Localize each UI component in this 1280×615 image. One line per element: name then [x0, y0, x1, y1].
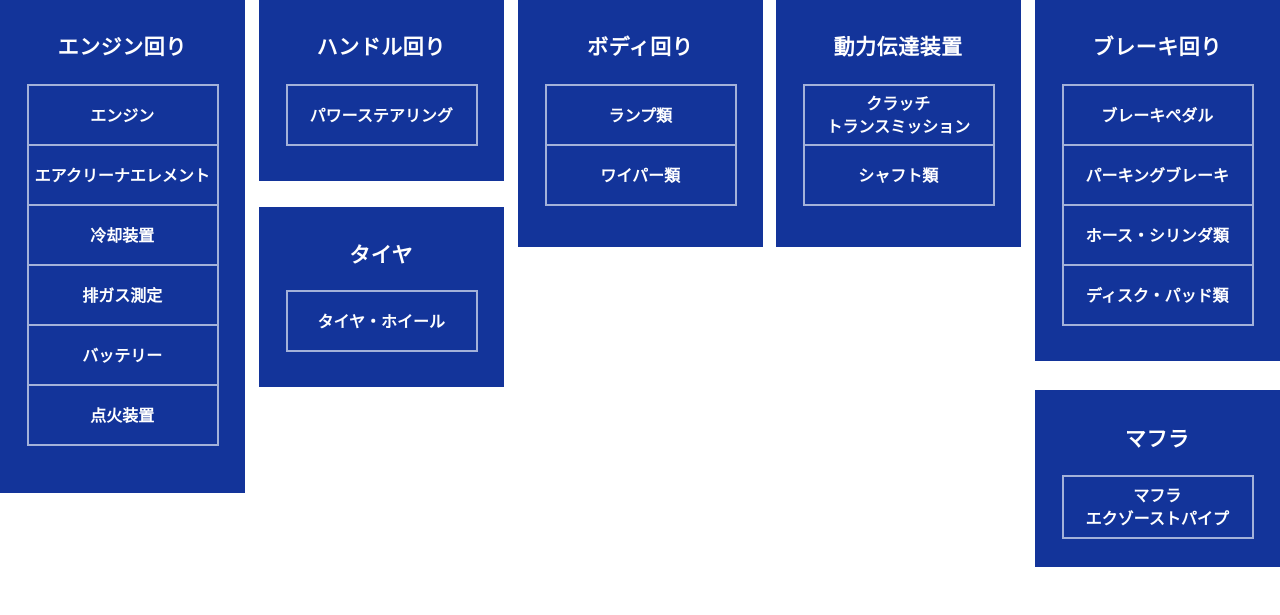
- body-item-list: ランプ類 ワイパー類: [544, 84, 737, 206]
- panel-tires: タイヤ タイヤ・ホイール: [259, 207, 504, 387]
- menu-item-discs-pads[interactable]: ディスク・パッド類: [1061, 264, 1254, 326]
- menu-item-ignition-system[interactable]: 点火装置: [26, 384, 219, 446]
- panel-title-body: ボディ回り: [587, 35, 694, 59]
- panel-body: ボディ回り ランプ類 ワイパー類: [518, 0, 763, 247]
- menu-item-tires-wheels[interactable]: タイヤ・ホイール: [285, 290, 478, 352]
- tires-item-list: タイヤ・ホイール: [285, 290, 478, 352]
- panel-title-steering: ハンドル回り: [317, 35, 446, 59]
- panel-title-muffler: マフラ: [1125, 427, 1190, 451]
- muffler-item-list: マフラ エクゾーストパイプ: [1061, 475, 1254, 539]
- panel-brakes: ブレーキ回り ブレーキペダル パーキングブレーキ ホース・シリンダ類 ディスク・…: [1035, 0, 1280, 361]
- menu-item-power-steering[interactable]: パワーステアリング: [285, 84, 478, 146]
- panel-title-tires: タイヤ: [349, 243, 414, 267]
- brakes-item-list: ブレーキペダル パーキングブレーキ ホース・シリンダ類 ディスク・パッド類: [1061, 84, 1254, 326]
- menu-item-battery[interactable]: バッテリー: [26, 324, 219, 386]
- menu-item-lamps[interactable]: ランプ類: [544, 84, 737, 146]
- panel-engine: エンジン回り エンジン エアクリーナエレメント 冷却装置 排ガス測定 バッテリー…: [0, 0, 245, 493]
- menu-item-parking-brake[interactable]: パーキングブレーキ: [1061, 144, 1254, 206]
- menu-item-cooling-system[interactable]: 冷却装置: [26, 204, 219, 266]
- menu-item-emission-test[interactable]: 排ガス測定: [26, 264, 219, 326]
- menu-item-brake-pedal[interactable]: ブレーキペダル: [1061, 84, 1254, 146]
- menu-item-engine[interactable]: エンジン: [26, 84, 219, 146]
- menu-item-wipers[interactable]: ワイパー類: [544, 144, 737, 206]
- panel-title-brakes: ブレーキ回り: [1093, 35, 1222, 59]
- panel-drivetrain: 動力伝達装置 クラッチ トランスミッション シャフト類: [776, 0, 1021, 247]
- menu-item-shafts[interactable]: シャフト類: [802, 144, 995, 206]
- drivetrain-item-list: クラッチ トランスミッション シャフト類: [802, 84, 995, 206]
- panel-muffler: マフラ マフラ エクゾーストパイプ: [1035, 390, 1280, 567]
- panel-title-drivetrain: 動力伝達装置: [834, 35, 963, 59]
- menu-item-clutch-transmission[interactable]: クラッチ トランスミッション: [802, 84, 995, 146]
- menu-item-hoses-cylinders[interactable]: ホース・シリンダ類: [1061, 204, 1254, 266]
- steering-item-list: パワーステアリング: [285, 84, 478, 146]
- panel-steering: ハンドル回り パワーステアリング: [259, 0, 504, 181]
- engine-item-list: エンジン エアクリーナエレメント 冷却装置 排ガス測定 バッテリー 点火装置: [26, 84, 219, 446]
- panel-title-engine: エンジン回り: [58, 35, 187, 59]
- menu-item-air-cleaner-element[interactable]: エアクリーナエレメント: [26, 144, 219, 206]
- menu-item-muffler-exhaust-pipe[interactable]: マフラ エクゾーストパイプ: [1061, 475, 1254, 539]
